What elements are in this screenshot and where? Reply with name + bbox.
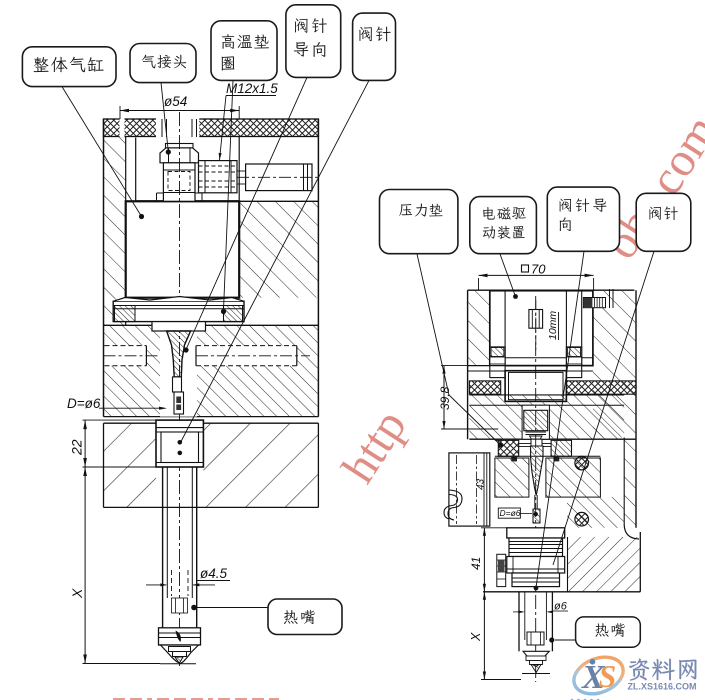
svg-text:ø6: ø6	[554, 601, 568, 613]
svg-text:X: X	[581, 659, 606, 696]
svg-text:S: S	[599, 658, 617, 694]
svg-text:39.8: 39.8	[438, 386, 452, 410]
svg-text:D=ø6: D=ø6	[67, 396, 101, 411]
svg-text:ø54: ø54	[164, 94, 187, 109]
svg-text:41: 41	[469, 557, 483, 570]
svg-text:43: 43	[476, 478, 487, 490]
svg-text:M12x1.5: M12x1.5	[226, 81, 278, 96]
svg-text:X: X	[69, 588, 85, 599]
svg-text:70: 70	[531, 262, 546, 277]
svg-text:ZL.XS1616.COM: ZL.XS1616.COM	[628, 682, 697, 693]
svg-text:10mm: 10mm	[547, 311, 559, 340]
svg-text:22: 22	[69, 439, 85, 456]
svg-text:D=ø6: D=ø6	[500, 508, 521, 518]
svg-text:ø4.5: ø4.5	[200, 566, 228, 581]
svg-text:X: X	[469, 632, 483, 642]
